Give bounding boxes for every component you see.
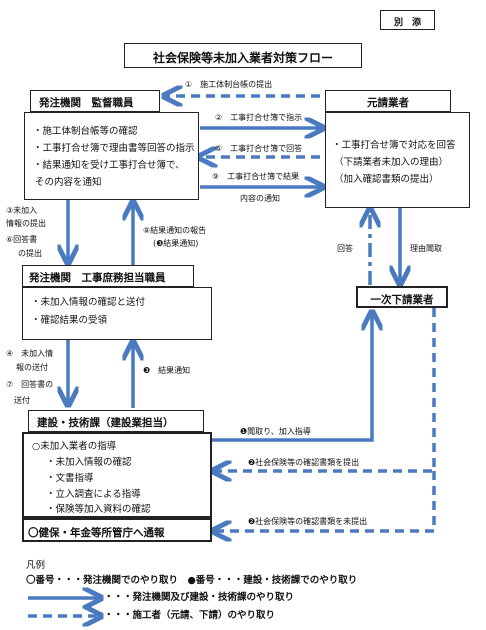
kensetsu-line-4: ・立入調査による指導 (46, 489, 141, 500)
hatchu-line-4: その内容を通知 (35, 177, 102, 188)
page-title: 社会保険等未加入業者対策フロー (152, 51, 333, 65)
label-3n: ❸ 結果通知 (143, 366, 191, 375)
title-box: 社会保険等未加入業者対策フロー (124, 43, 362, 68)
kensetsu-header: 建設・技術課（建設業担当） (37, 417, 174, 429)
arrow-2na (214, 308, 436, 471)
label-8a: ⑧結果通知の報告 (143, 226, 207, 235)
motouke-line-3: （加入確認書類の提出） (334, 174, 439, 185)
label-1n: ❶聞取り、加入指導 (240, 427, 311, 436)
koji-line-1: ・未加入情報の確認と送付 (31, 297, 146, 308)
arrow-1n (212, 313, 372, 442)
motouke-header-box: 元請業者 (325, 90, 451, 112)
koji-body-box: ・未加入情報の確認と送付 ・確認結果の受領 (22, 287, 212, 340)
koji-header-box: 発注機関 工事庶務担当職員 (22, 265, 194, 287)
hatchu-line-1: ・施工体制台帳等の確認 (33, 126, 138, 137)
hatchu-header-box: 発注機関 監督職員 (30, 90, 160, 112)
kensetsu-header-box: 建設・技術課（建設業担当） (28, 410, 204, 432)
label-2nb: ❷社会保険等の確認書類を未提出 (248, 517, 368, 526)
kensetsu-line-2: ・未加入情報の確認 (46, 457, 132, 468)
legend-row-2: ・・・発注機関及び建設・技術課のやり取り (104, 592, 295, 603)
arrow-2nb (214, 471, 436, 531)
label-9a: ⑨ 工事打合せ簿で結果 (212, 172, 300, 181)
bessen-label: 別 添 (393, 18, 421, 28)
motouke-body-box: ・工事打合せ簿で対応を回答 （下請業者未加入の理由） （加入確認書類の提出） (325, 112, 470, 208)
label-4a: ④ 未加入情 (6, 349, 54, 358)
label-3b: 情報の提出 (6, 219, 46, 228)
label-9b: 内容の通知 (240, 194, 280, 203)
legend-title: 凡例 (26, 560, 46, 571)
kensetsu-line-1: ○未加入業者の指導 (32, 441, 117, 452)
label-5: ⑤ 工事打合せ簿で回答 (215, 144, 303, 153)
label-2na: ❷社会保険等の確認書類を提出 (248, 458, 360, 467)
label-8b: (❸結果通知) (153, 239, 199, 248)
hatchu-body-box: ・施工体制台帳等の確認 ・工事打合せ簿で理由書等回答の指示 ・結果通知を受け工事… (24, 112, 199, 200)
label-1: ① 施工体制台帳の提出 (185, 80, 273, 89)
label-7b: 送付 (14, 396, 30, 405)
motouke-header: 元請業者 (367, 97, 409, 109)
ichiji-box: 一次下請業者 (356, 286, 448, 308)
ichiji-header: 一次下請業者 (370, 294, 434, 306)
label-6a: ⑥回答書 (6, 235, 38, 244)
kenpo-label: 〇健保・年金等所管庁へ通報 (28, 527, 165, 539)
bessen-box: 別 添 (380, 10, 435, 30)
label-riyu: 理由聞取 (410, 244, 442, 253)
koji-header: 発注機関 工事庶務担当職員 (29, 272, 166, 284)
label-4b: 報の送付 (16, 363, 48, 372)
hatchu-header: 発注機関 監督職員 (39, 97, 134, 109)
label-3a: ③未加入 (6, 206, 38, 215)
kenpo-box: 〇健保・年金等所管庁へ通報 (22, 518, 212, 542)
legend-row-3: ・・・施工者（元請、下請）のやり取り (104, 610, 276, 621)
label-kaitou: 回答 (337, 244, 353, 253)
kensetsu-line-5: ・保険等加入資料の確認 (46, 504, 151, 515)
koji-line-2: ・確認結果の受領 (31, 315, 108, 326)
hatchu-line-2: ・工事打合せ簿で理由書等回答の指示 (33, 143, 195, 154)
kensetsu-line-3: ・文書指導 (46, 473, 94, 484)
label-2: ② 工事打合せ簿で指示 (215, 113, 303, 122)
hatchu-line-3: ・結果通知を受け工事打合せ簿で、 (33, 160, 185, 171)
motouke-line-1: ・工事打合せ簿で対応を回答 (332, 140, 456, 151)
legend-row-1: 〇番号・・・発注機関でのやり取り ●番号・・・建設・技術課でのやり取り (26, 575, 358, 586)
label-6b: の提出 (18, 249, 42, 258)
label-7a: ⑦ 回答書の (6, 380, 54, 389)
motouke-line-2: （下請業者未加入の理由） (334, 157, 449, 168)
kensetsu-body-box: ○未加入業者の指導 ・未加入情報の確認 ・文書指導 ・立入調査による指導 ・保険… (22, 432, 212, 518)
